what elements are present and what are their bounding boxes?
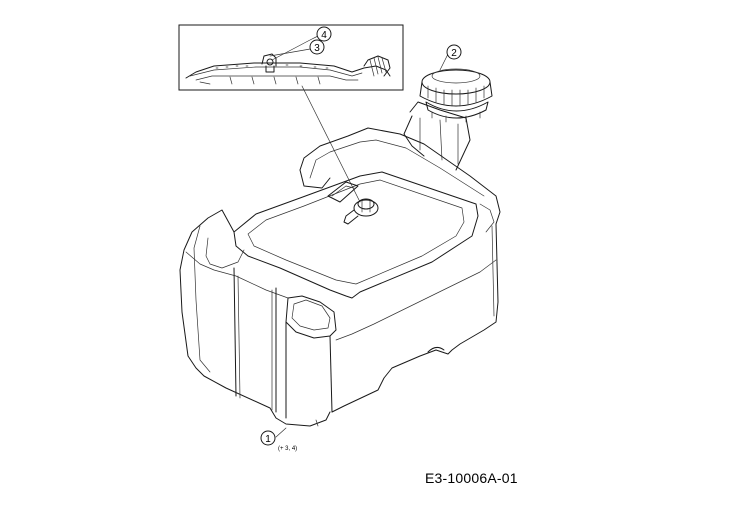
callout-3-label: 3 — [314, 43, 320, 54]
callout-1: 1 (+ 3, 4) — [260, 430, 297, 452]
callout-1-note: (+ 3, 4) — [278, 446, 297, 452]
fuel-cap — [419, 68, 493, 123]
drawing-id: E3-10006A-01 — [425, 470, 518, 486]
callout-4: 4 — [316, 26, 332, 42]
callout-2: 2 — [446, 44, 462, 60]
callout-2-label: 2 — [451, 48, 457, 59]
callout-4-label: 4 — [321, 30, 327, 41]
callout-1-label: 1 — [265, 434, 271, 445]
fuel-tank-body — [179, 101, 501, 427]
detail-inset — [178, 24, 404, 91]
callout-3: 3 — [309, 39, 325, 55]
